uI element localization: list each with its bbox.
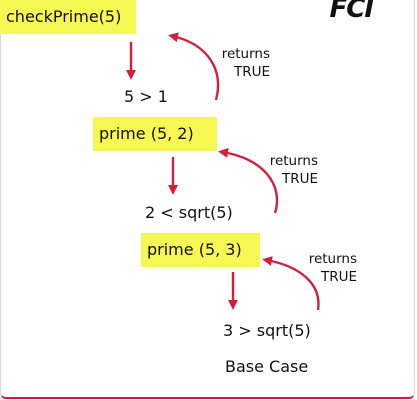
return-arrow-2 bbox=[218, 147, 279, 214]
returns-label-3-line2: TRUE bbox=[320, 269, 357, 285]
returns-label-1-line1: returns bbox=[221, 46, 270, 62]
returns-label-3-line1: returns bbox=[308, 251, 357, 267]
returns-label-3: returns TRUE bbox=[293, 250, 357, 286]
returns-label-2-line2: TRUE bbox=[281, 171, 318, 187]
condition-3-gt-sqrt5: 3 > sqrt(5) bbox=[223, 321, 311, 340]
base-case-label: Base Case bbox=[225, 357, 309, 376]
return-arrow-1 bbox=[168, 32, 220, 101]
node-prime-5-2: prime (5, 2) bbox=[93, 117, 217, 151]
condition-5-gt-1: 5 > 1 bbox=[124, 87, 168, 106]
returns-label-2: returns TRUE bbox=[253, 152, 318, 188]
node-prime-5-3: prime (5, 3) bbox=[141, 233, 260, 267]
returns-label-2-line1: returns bbox=[269, 153, 318, 169]
returns-label-1-line2: TRUE bbox=[233, 64, 270, 80]
returns-label-1: returns TRUE bbox=[205, 45, 270, 81]
condition-2-lt-sqrt5: 2 < sqrt(5) bbox=[145, 203, 233, 222]
node-check-prime: checkPrime(5) bbox=[0, 0, 136, 34]
return-arrow-3 bbox=[262, 256, 320, 311]
logo: FCI bbox=[329, 0, 374, 24]
